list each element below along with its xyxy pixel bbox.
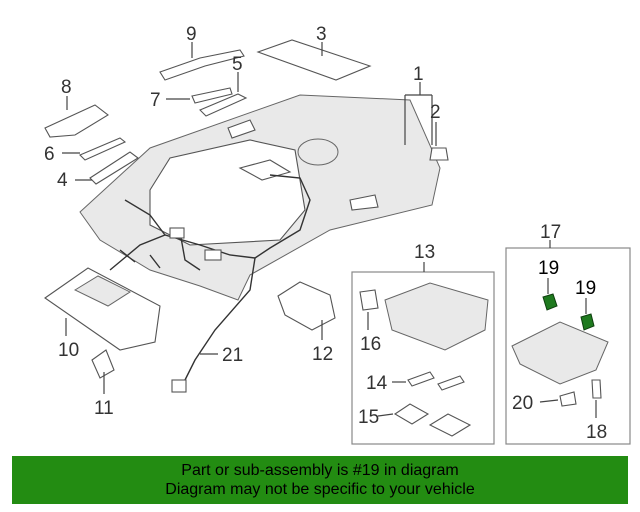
part-16 (359, 289, 379, 311)
callout-8: 8 (61, 77, 72, 98)
callout-2: 2 (430, 102, 441, 123)
callout-6: 6 (44, 144, 55, 165)
info-banner: Part or sub-assembly is #19 in diagram D… (12, 456, 628, 504)
cover-part-12 (277, 281, 336, 331)
callout-4: 4 (57, 170, 68, 191)
callout-12: 12 (312, 344, 333, 365)
map-lamp-part-17 (511, 321, 609, 385)
bulb-part-20 (559, 391, 577, 407)
callout-18: 18 (586, 422, 607, 443)
callout-16: 16 (360, 334, 381, 355)
bracket-part-9 (159, 49, 245, 81)
callout-15: 15 (358, 407, 379, 428)
callout-20: 20 (512, 393, 533, 414)
banner-line-1: Part or sub-assembly is #19 in diagram (181, 462, 459, 479)
leader-lines (62, 42, 597, 418)
headliner-part (79, 94, 441, 301)
highlight-part-19b (580, 313, 595, 331)
bracket-part-6 (79, 137, 127, 161)
bracket-part-11 (91, 349, 115, 379)
callout-10: 10 (58, 340, 79, 361)
cable-part-21 (171, 257, 256, 393)
handle-part-5 (199, 93, 248, 117)
handle-part-4 (89, 151, 139, 185)
callout-14: 14 (366, 373, 388, 394)
callout-21: 21 (222, 345, 243, 366)
wiring-harness (109, 174, 311, 271)
callout-13: 13 (414, 242, 435, 263)
console-part-13 (384, 282, 489, 351)
callout-11: 11 (94, 398, 114, 419)
bracket-part-8 (44, 104, 109, 138)
callout-17: 17 (540, 222, 561, 243)
callout-9: 9 (186, 24, 197, 45)
callout-19b: 19 (575, 278, 596, 299)
highlight-part-19a (542, 293, 558, 311)
banner-line-2: Diagram may not be specific to your vehi… (165, 481, 475, 498)
bracket-part-7 (191, 87, 233, 104)
bulb-part-14b (437, 375, 465, 391)
pad-part-3 (256, 39, 372, 81)
callout-1: 1 (413, 64, 424, 85)
callout-5: 5 (232, 54, 243, 75)
sun-visor-part-10 (44, 267, 161, 351)
box-13 (351, 271, 495, 445)
screw-part-18 (591, 379, 602, 399)
lens-part-15 (393, 403, 430, 425)
callout-3: 3 (316, 24, 327, 45)
parts-diagram: 1 2 3 4 5 6 7 8 9 10 11 12 13 14 15 16 1… (44, 24, 631, 445)
callout-7: 7 (150, 90, 161, 111)
box-17 (505, 247, 631, 445)
bulb-part-14 (407, 371, 435, 387)
callout-19a: 19 (538, 258, 559, 279)
clip-part-2 (429, 147, 449, 161)
